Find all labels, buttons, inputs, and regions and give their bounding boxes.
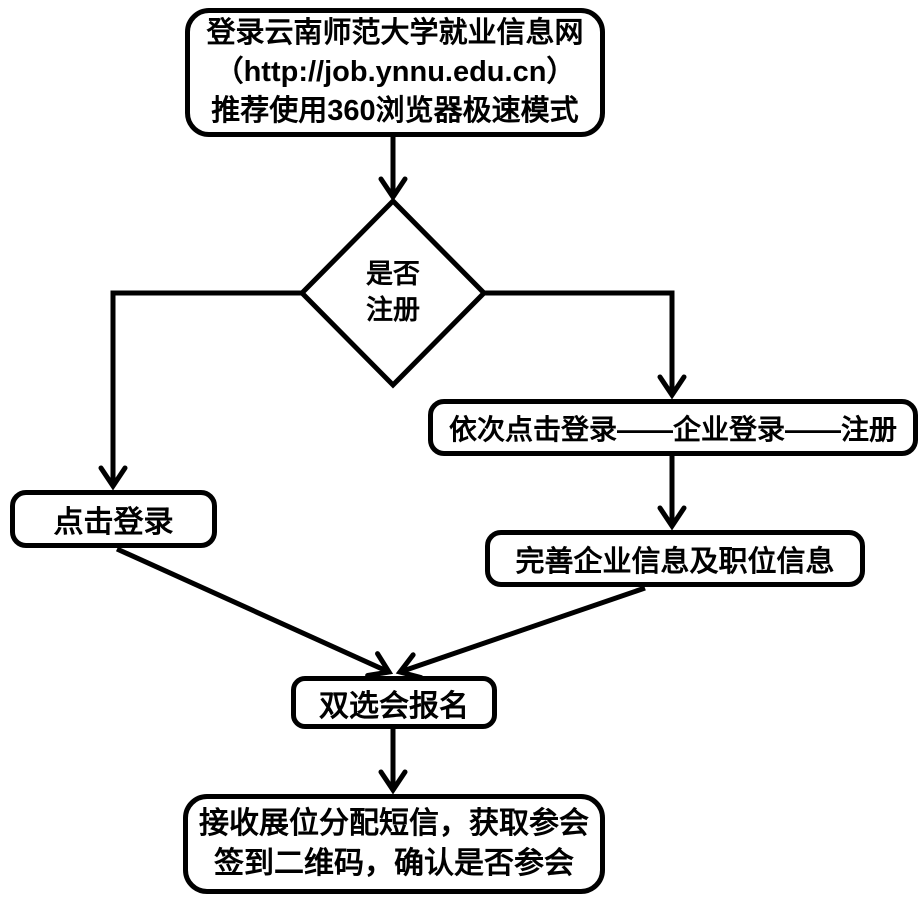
node-fair-signup-label: 双选会报名 (319, 689, 469, 723)
node-receive-sms: 接收展位分配短信，获取参会 签到二维码，确认是否参会 (183, 794, 605, 894)
edge-click-login-to-fair-signup (115, 546, 394, 679)
node-complete-info-label: 完善企业信息及职位信息 (515, 545, 835, 578)
node-start: 登录云南师范大学就业信息网 （http://job.ynnu.edu.cn） 推… (185, 8, 605, 137)
decision-diamond-shape (298, 197, 488, 389)
node-receive-sms-line1: 接收展位分配短信，获取参会 (199, 807, 589, 840)
node-decision-line1: 是否 (366, 259, 420, 289)
node-start-line1: 登录云南师范大学就业信息网 (206, 17, 584, 49)
edge-complete-info-to-fair-signup (395, 585, 646, 681)
node-start-line2: （http://job.ynnu.edu.cn） (214, 56, 576, 88)
node-click-login-label: 点击登录 (53, 506, 174, 539)
node-start-line3: 推荐使用360浏览器极速模式 (211, 95, 579, 127)
edge-decision-to-click-login (98, 290, 302, 491)
node-register-path: 依次点击登录——企业登录——注册 (428, 399, 918, 456)
node-decision-line2: 注册 (366, 295, 420, 325)
node-receive-sms-line2: 签到二维码，确认是否参会 (214, 847, 574, 880)
node-complete-info: 完善企业信息及职位信息 (485, 530, 865, 587)
edge-decision-to-register-path (484, 290, 687, 400)
node-fair-signup: 双选会报名 (291, 676, 497, 729)
node-decision-label: 是否 注册 (333, 256, 453, 328)
node-register-path-label: 依次点击登录——企业登录——注册 (448, 413, 897, 445)
node-click-login: 点击登录 (10, 490, 217, 548)
